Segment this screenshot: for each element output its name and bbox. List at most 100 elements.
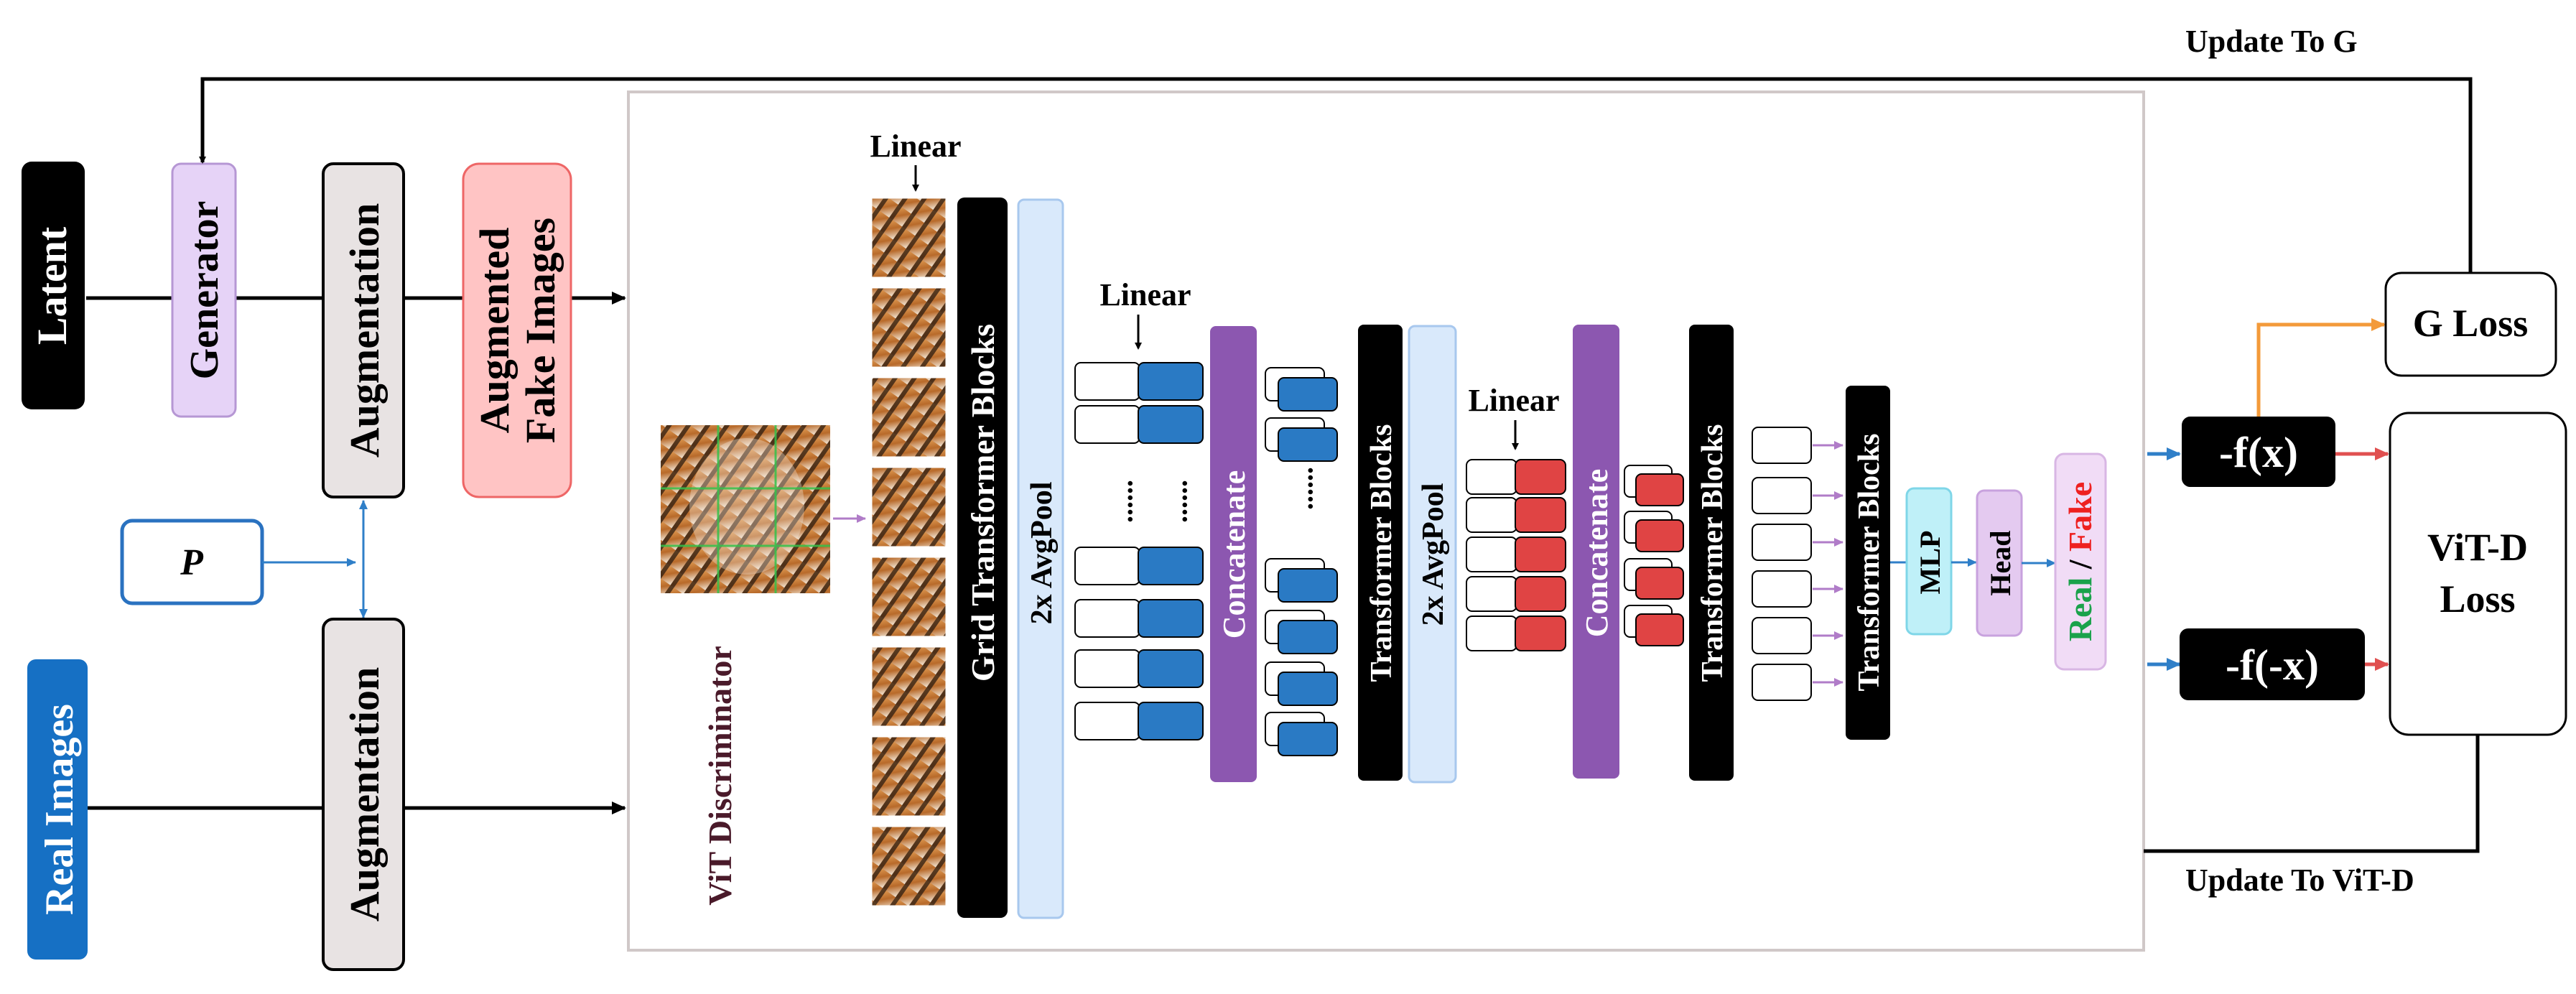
token-blue: [1138, 702, 1204, 740]
token-empty: [1466, 616, 1517, 651]
f-neg-x-box: -f(-x): [2180, 628, 2365, 700]
output-token: [1752, 664, 1812, 701]
grid-transformer-blocks: Grid Transformer Blocks: [957, 198, 1008, 918]
transformer-blocks-1: Transformer Blocks: [1358, 325, 1403, 781]
p-box: P: [120, 519, 264, 605]
token-pairs-1: [1074, 362, 1204, 740]
token-empty: [1074, 702, 1140, 740]
token-blue: [1138, 649, 1204, 688]
avgpool-2-label: 2x AvgPool: [1417, 483, 1450, 626]
token-dots-1b: ......: [1176, 480, 1209, 523]
g-loss-box: G Loss: [2384, 271, 2557, 377]
token-empty: [1466, 576, 1517, 612]
augmentation-top-label: Augmentation: [341, 203, 388, 457]
token-empty: [1466, 537, 1517, 572]
head-box: Head: [1976, 489, 2023, 637]
transformer-blocks-1-label: Transformer Blocks: [1365, 424, 1398, 682]
patch-image: [870, 555, 948, 638]
augmentation-top-box: Augmentation: [322, 162, 405, 498]
fx-label: -f(x): [2219, 429, 2298, 476]
mlp-box: MLP: [1905, 487, 1953, 636]
token-blue: [1138, 405, 1204, 444]
avgpool-1: 2x AvgPool: [1017, 198, 1064, 919]
linear-3-label: Linear: [1468, 383, 1559, 418]
concatenate-2: Concatenate: [1573, 325, 1619, 779]
patch-image: [870, 735, 948, 818]
real-images-label: Real Images: [37, 704, 82, 915]
patch-image: [870, 376, 948, 459]
token-red: [1515, 497, 1566, 533]
update-vitd-label: Update To ViT-D: [2185, 863, 2414, 898]
vitd-loss-line2: Loss: [2440, 577, 2515, 621]
token-dots-1a: ......: [1122, 480, 1154, 523]
token-empty: [1074, 599, 1140, 638]
avgpool-1-label: 2x AvgPool: [1026, 482, 1059, 625]
token-empty: [1074, 362, 1140, 401]
token-red: [1515, 616, 1566, 651]
concatenate-2-label: Concatenate: [1579, 469, 1614, 638]
output-token: [1752, 570, 1812, 608]
stacked-token-front: [1278, 568, 1338, 603]
generator-label: Generator: [182, 201, 227, 380]
augmented-fake-line2: Fake Images: [517, 218, 564, 443]
transformer-blocks-2: Transformer Blocks: [1689, 325, 1734, 781]
token-empty: [1074, 649, 1140, 688]
patch-strip: [870, 196, 948, 908]
fx-to-g-loss-arrow: [2256, 318, 2386, 417]
augmented-fake-images-box: Augmented Fake Images: [462, 162, 572, 498]
stacked-token-front: [1278, 620, 1338, 654]
stacked-token-front: [1635, 473, 1684, 506]
stacked-token-front: [1635, 519, 1684, 552]
update-vitd-feedback-line: [2144, 735, 2480, 853]
concatenate-1: Concatenate: [1210, 326, 1257, 782]
output-token: [1752, 617, 1812, 654]
stack-dots-1: ......: [1302, 467, 1334, 510]
token-red: [1515, 537, 1566, 572]
token-empty: [1466, 497, 1517, 533]
fx-box: -f(x): [2182, 417, 2335, 487]
latent-box: Latent: [22, 162, 85, 409]
transformer-blocks-2-label: Transformer Blocks: [1696, 424, 1729, 682]
patch-image: [870, 286, 948, 369]
update-g-label: Update To G: [2185, 24, 2358, 59]
token-red: [1515, 459, 1566, 495]
update-g-feedback-line: [199, 77, 2473, 273]
concatenate-1-label: Concatenate: [1217, 470, 1252, 639]
augmented-fake-line1: Augmented: [471, 228, 518, 434]
augmentation-bottom-box: Augmentation: [322, 618, 405, 971]
stacked-token-front: [1278, 672, 1338, 706]
linear-1-label: Linear: [870, 129, 961, 164]
token-red: [1515, 576, 1566, 612]
output-tokens: [1752, 427, 1843, 701]
grid-transformer-blocks-label: Grid Transformer Blocks: [964, 324, 1001, 682]
stacked-token-front: [1635, 567, 1684, 600]
patch-image: [870, 465, 948, 549]
stacked-tokens-2: [1624, 465, 1684, 646]
real-fake-output-box: Real / Fake: [2054, 452, 2107, 671]
transformer-blocks-3-label: Transformer Blocks: [1853, 434, 1886, 692]
token-blue: [1138, 599, 1204, 638]
token-blue: [1138, 362, 1204, 401]
slash-label: /: [2062, 552, 2098, 577]
g-loss-label: G Loss: [2413, 302, 2529, 345]
vit-discriminator-label: ViT Discriminator: [702, 646, 738, 906]
tiger-image: [661, 425, 830, 593]
head-label: Head: [1984, 530, 2017, 595]
real-label: Real: [2062, 577, 2098, 641]
generator-box: Generator: [171, 162, 237, 418]
mlp-label: MLP: [1914, 531, 1946, 595]
linear-2-label: Linear: [1099, 277, 1191, 312]
token-empty: [1074, 405, 1140, 444]
token-empty: [1466, 459, 1517, 495]
transformer-blocks-3: Transformer Blocks: [1846, 386, 1890, 740]
stacked-token-front: [1278, 377, 1338, 412]
token-pairs-2: [1466, 459, 1566, 651]
fake-label: Fake: [2062, 482, 2098, 552]
vitd-loss-line1: ViT-D: [2427, 526, 2528, 569]
token-blue: [1138, 547, 1204, 585]
patch-image: [870, 196, 948, 279]
patch-image: [870, 645, 948, 728]
vitd-loss-box: ViT-D Loss: [2389, 412, 2567, 736]
augmentation-bottom-label: Augmentation: [341, 667, 388, 921]
